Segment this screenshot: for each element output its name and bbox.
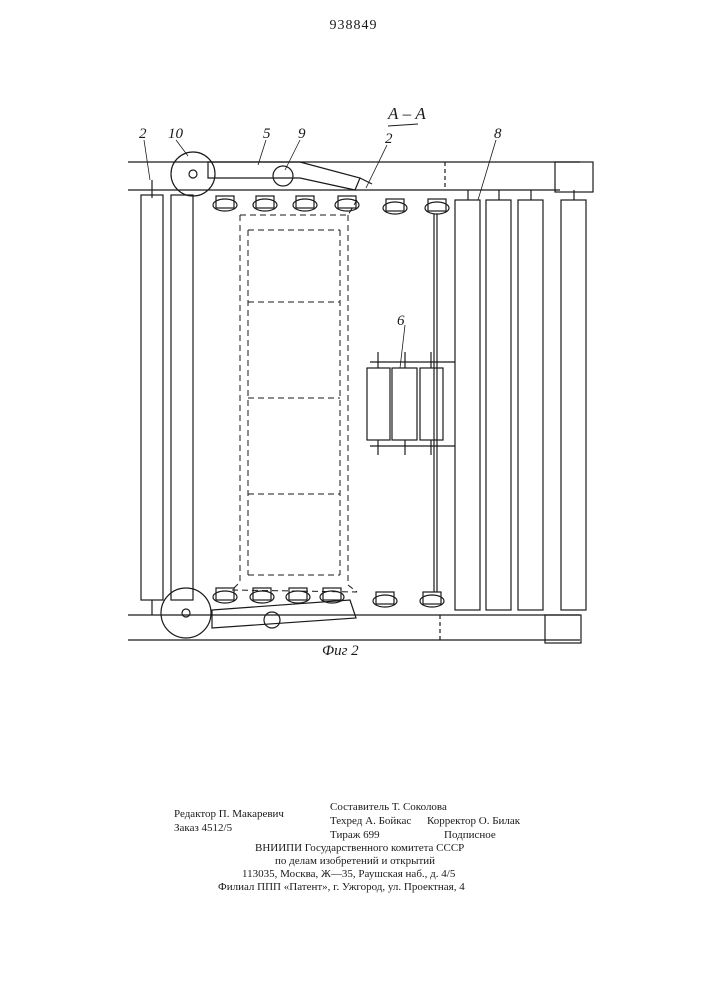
compiler-line: Составитель Т. Соколова bbox=[330, 801, 447, 813]
circulation-line: Тираж 699 bbox=[330, 829, 380, 841]
techred-line: Техред А. Бойкас bbox=[330, 815, 411, 827]
address-line: 113035, Москва, Ж—35, Раушская наб., д. … bbox=[242, 868, 455, 880]
editor-line: Редактор П. Макаревич bbox=[174, 808, 284, 820]
org-line-2: по делам изобретений и открытий bbox=[275, 855, 435, 867]
order-line: Заказ 4512/5 bbox=[174, 822, 232, 834]
branch-line: Филиал ППП «Патент», г. Ужгород, ул. Про… bbox=[218, 881, 465, 893]
org-line-1: ВНИИПИ Государственного комитета СССР bbox=[255, 842, 464, 854]
corrector-line: Корректор О. Билак bbox=[427, 815, 520, 827]
subscription-line: Подписное bbox=[444, 829, 496, 841]
